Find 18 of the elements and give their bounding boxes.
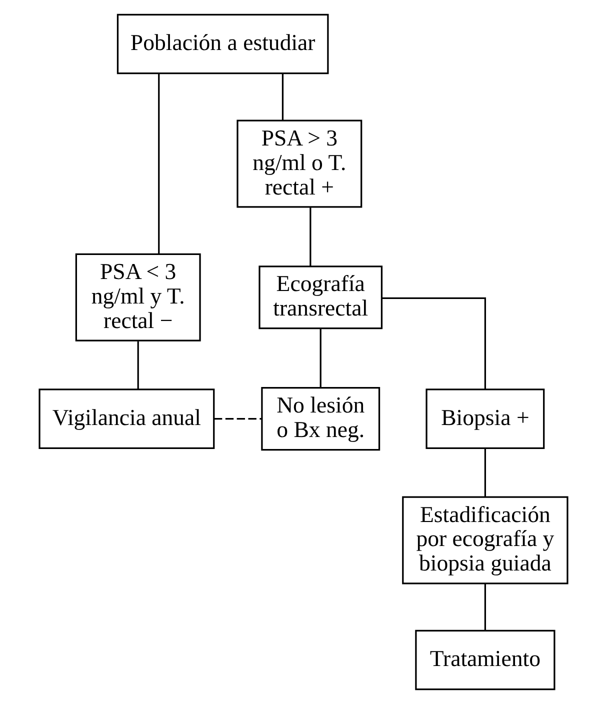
node-box: Biopsia +	[425, 388, 544, 449]
node-box: PSA > 3 ng/ml o T. rectal +	[236, 120, 362, 208]
node-box: Estadificación por ecografía y biopsia guiada	[402, 496, 568, 584]
connector	[281, 74, 284, 120]
node-box: Vigilancia anual	[38, 388, 214, 449]
node-box: Población a estudiar	[116, 14, 328, 74]
connector	[309, 208, 311, 266]
node-box: PSA < 3 ng/ml y T. rectal −	[74, 253, 200, 342]
connector	[484, 448, 486, 497]
node-box: Tratamiento	[414, 630, 555, 690]
connector	[319, 328, 321, 388]
connector	[381, 297, 486, 389]
connector	[484, 583, 486, 630]
node-box: No lesión o Bx neg.	[260, 387, 380, 451]
connector	[136, 341, 138, 390]
connector	[214, 418, 262, 420]
node-box: Ecografía transrectal	[258, 266, 382, 330]
connector	[158, 74, 160, 254]
